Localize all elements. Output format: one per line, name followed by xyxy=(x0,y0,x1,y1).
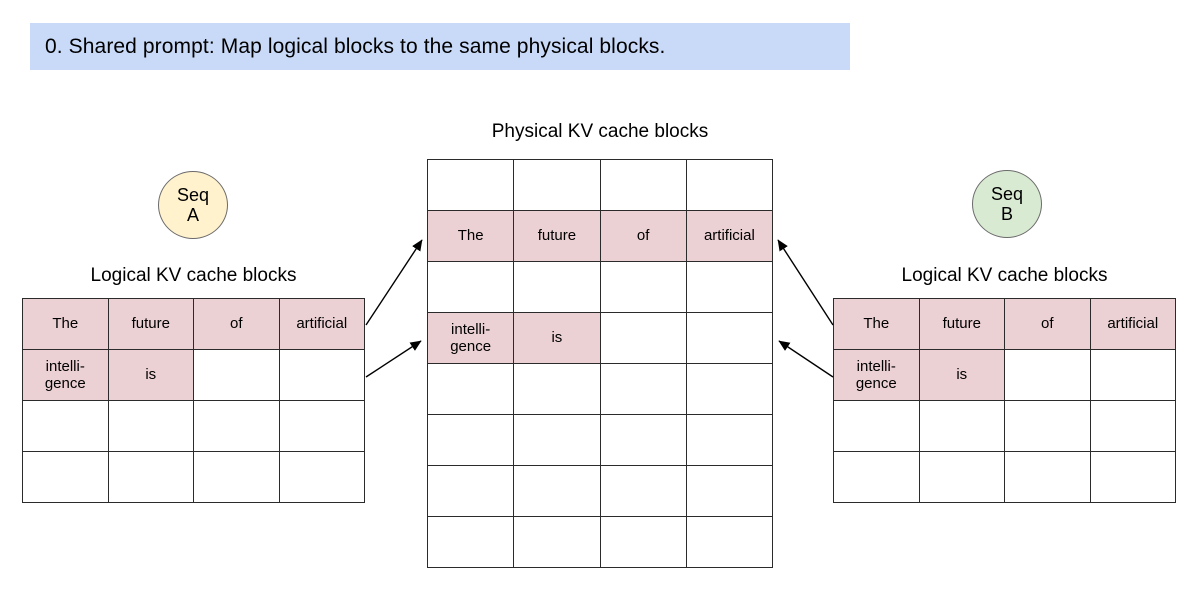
left-cell-r3c1 xyxy=(108,452,193,502)
right-cell-r1c0: intelli- gence xyxy=(834,350,919,400)
left-logical-table-title: Logical KV cache blocks xyxy=(90,265,297,286)
physical-cell-r4c3 xyxy=(686,364,772,414)
arrow-seq-b-block1-to-physical xyxy=(778,340,834,378)
seq-b-label-line2: B xyxy=(1000,204,1013,224)
physical-cell-r3c3 xyxy=(686,313,772,363)
left-cell-r1c0: intelli- gence xyxy=(23,350,108,400)
left-cell-r2c0 xyxy=(23,401,108,451)
physical-cell-r6c1 xyxy=(514,466,600,516)
physical-cell-r7c3 xyxy=(686,517,772,567)
arrow-seq-a-block0-to-physical xyxy=(365,239,423,326)
right-cell-r3c2 xyxy=(1005,452,1090,502)
right-cell-r2c2 xyxy=(1005,401,1090,451)
physical-cell-r1c0: The xyxy=(428,211,514,261)
physical-cell-r7c2 xyxy=(600,517,686,567)
right-cell-r3c3 xyxy=(1090,452,1175,502)
physical-table-title: Physical KV cache blocks xyxy=(491,121,709,142)
physical-cell-r1c2: of xyxy=(600,211,686,261)
left-cell-r2c2 xyxy=(194,401,279,451)
physical-cell-r1c1: future xyxy=(514,211,600,261)
left-cell-r1c2 xyxy=(194,350,279,400)
physical-cell-r2c3 xyxy=(686,262,772,312)
right-cell-r1c3 xyxy=(1090,350,1175,400)
physical-cell-r0c2 xyxy=(600,160,686,210)
title-banner: 0. Shared prompt: Map logical blocks to … xyxy=(30,23,850,70)
physical-cell-r4c0 xyxy=(428,364,514,414)
physical-cell-r6c2 xyxy=(600,466,686,516)
physical-cell-r2c2 xyxy=(600,262,686,312)
seq-b-badge: Seq B xyxy=(972,170,1042,238)
physical-cell-r3c0: intelli- gence xyxy=(428,313,514,363)
right-cell-r3c0 xyxy=(834,452,919,502)
left-cell-r2c3 xyxy=(279,401,364,451)
right-cell-r0c1: future xyxy=(919,299,1004,349)
left-cell-r0c1: future xyxy=(108,299,193,349)
left-cell-r0c3: artificial xyxy=(279,299,364,349)
physical-cell-r6c0 xyxy=(428,466,514,516)
left-cell-r2c1 xyxy=(108,401,193,451)
seq-b-label-line1: Seq xyxy=(990,183,1024,204)
seq-a-badge: Seq A xyxy=(158,171,228,239)
left-cell-r3c0 xyxy=(23,452,108,502)
seq-a-label-line1: Seq xyxy=(176,184,210,205)
physical-cell-r2c0 xyxy=(428,262,514,312)
seq-a-label-line2: A xyxy=(186,205,199,225)
left-cell-r0c2: of xyxy=(194,299,279,349)
physical-cell-r1c3: artificial xyxy=(686,211,772,261)
right-cell-r1c2 xyxy=(1005,350,1090,400)
right-cell-r3c1 xyxy=(919,452,1004,502)
physical-cell-r3c2 xyxy=(600,313,686,363)
physical-cell-r0c1 xyxy=(514,160,600,210)
left-cell-r3c3 xyxy=(279,452,364,502)
physical-cell-r2c1 xyxy=(514,262,600,312)
physical-cell-r4c2 xyxy=(600,364,686,414)
left-cell-r1c3 xyxy=(279,350,364,400)
arrow-seq-b-block0-to-physical xyxy=(777,239,834,326)
left-cell-r0c0: The xyxy=(23,299,108,349)
arrow-seq-a-block1-to-physical xyxy=(365,340,422,378)
physical-cell-r5c0 xyxy=(428,415,514,465)
title-text: 0. Shared prompt: Map logical blocks to … xyxy=(45,34,666,58)
physical-cell-r5c3 xyxy=(686,415,772,465)
left-cell-r1c1: is xyxy=(108,350,193,400)
left-cell-r3c2 xyxy=(194,452,279,502)
right-cell-r0c0: The xyxy=(834,299,919,349)
physical-cell-r0c3 xyxy=(686,160,772,210)
physical-cell-r6c3 xyxy=(686,466,772,516)
right-cell-r1c1: is xyxy=(919,350,1004,400)
right-cell-r2c1 xyxy=(919,401,1004,451)
physical-cell-r5c1 xyxy=(514,415,600,465)
physical-cell-r7c1 xyxy=(514,517,600,567)
right-cell-r2c3 xyxy=(1090,401,1175,451)
right-logical-table-title: Logical KV cache blocks xyxy=(901,265,1108,286)
physical-cell-r3c1: is xyxy=(514,313,600,363)
physical-cell-r4c1 xyxy=(514,364,600,414)
right-cell-r0c2: of xyxy=(1005,299,1090,349)
physical-cell-r5c2 xyxy=(600,415,686,465)
right-cell-r2c0 xyxy=(834,401,919,451)
physical-cell-r0c0 xyxy=(428,160,514,210)
physical-cell-r7c0 xyxy=(428,517,514,567)
right-cell-r0c3: artificial xyxy=(1090,299,1175,349)
